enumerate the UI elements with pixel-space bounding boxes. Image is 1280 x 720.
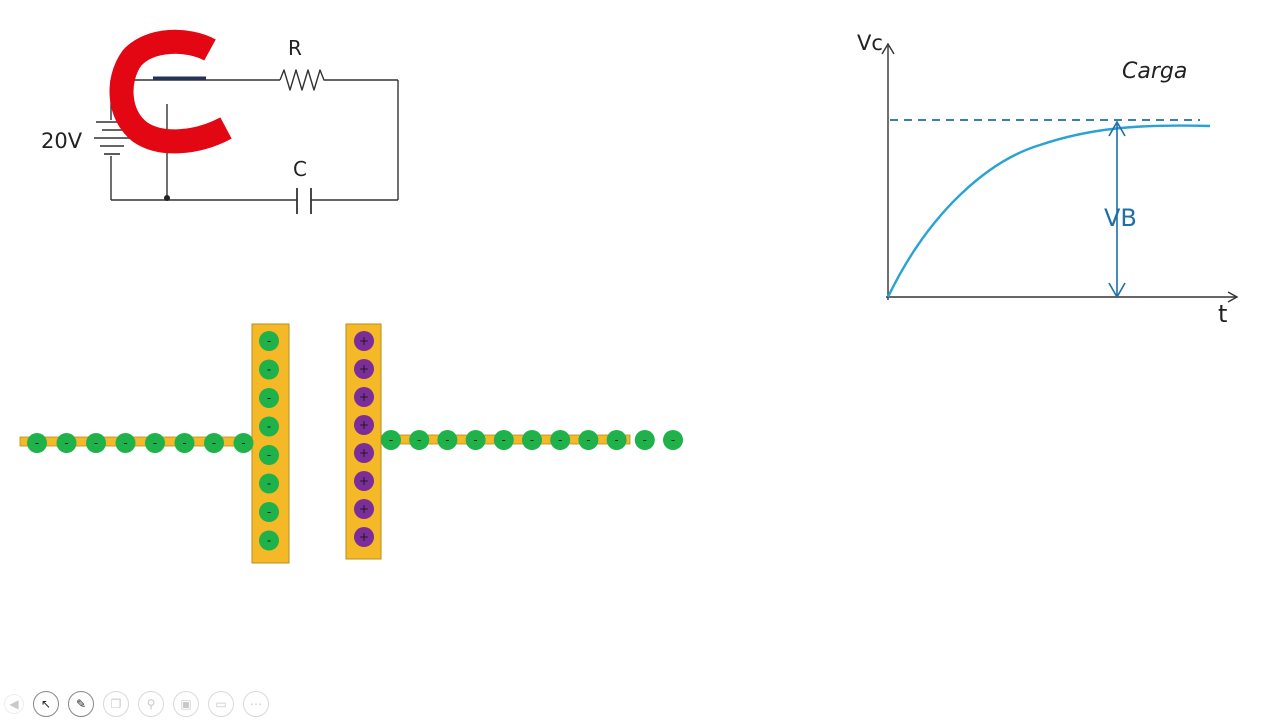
- svg-text:-: -: [267, 477, 271, 491]
- svg-text:-: -: [267, 534, 271, 548]
- left-wire-electron: -: [86, 433, 106, 453]
- left-wire-electron: -: [233, 433, 254, 453]
- svg-text:+: +: [359, 502, 369, 516]
- svg-text:-: -: [94, 436, 98, 450]
- left-wire-electron: -: [115, 433, 136, 453]
- graph-xlabel: t: [1218, 300, 1227, 328]
- graph-x-axis-arrow: [1227, 291, 1239, 303]
- resistor-label: R: [288, 36, 302, 60]
- right-wire-electron: -: [437, 430, 458, 450]
- svg-text:+: +: [359, 474, 369, 488]
- left-wire-electron: -: [56, 433, 77, 453]
- left-wire-electron: -: [174, 433, 195, 453]
- capacitor-label: C: [293, 157, 307, 181]
- red-annotation-c: [109, 29, 232, 154]
- red-annotation-letter: C: [0, 0, 1, 1]
- right-wire-electron: -: [663, 430, 683, 450]
- svg-text:-: -: [153, 436, 157, 450]
- svg-text:+: +: [359, 362, 369, 376]
- svg-text:-: -: [267, 334, 271, 348]
- svg-text:-: -: [267, 363, 271, 377]
- battery-label: 20V: [41, 129, 83, 153]
- svg-text:-: -: [123, 436, 127, 450]
- svg-text:+: +: [359, 334, 369, 348]
- graph-title: Carga: [1122, 59, 1187, 84]
- mute-icon[interactable]: ▭: [208, 691, 234, 717]
- left-plate-electron: -: [259, 359, 279, 380]
- right-wire-electron: -: [634, 430, 655, 450]
- svg-text:-: -: [614, 433, 618, 447]
- right-wire-electron: -: [493, 430, 514, 450]
- right-plate-positive-charge: +: [354, 359, 374, 379]
- pen-icon[interactable]: ✎: [68, 691, 94, 717]
- svg-text:-: -: [35, 436, 39, 450]
- right-plate-positive-charge: +: [354, 443, 374, 463]
- switch-contact: [164, 195, 170, 201]
- left-plate-electron: -: [259, 331, 279, 351]
- svg-text:-: -: [643, 433, 647, 447]
- svg-text:-: -: [586, 433, 590, 447]
- right-plate-positive-charge: +: [354, 331, 374, 351]
- right-wire-electron: -: [550, 430, 571, 450]
- screen-icon[interactable]: ▣: [173, 691, 199, 717]
- left-plate-electron: -: [259, 445, 279, 465]
- svg-text:-: -: [671, 433, 675, 447]
- left-wire-electron: -: [145, 433, 165, 453]
- svg-text:-: -: [530, 433, 534, 447]
- charging-curve: [886, 124, 1211, 298]
- svg-text:+: +: [359, 530, 369, 544]
- resistor-symbol: [279, 69, 328, 91]
- left-plate-electron: -: [259, 388, 279, 408]
- svg-text:-: -: [267, 391, 271, 405]
- svg-text:-: -: [473, 433, 477, 447]
- right-wire-electron: -: [606, 430, 627, 450]
- svg-text:-: -: [64, 436, 68, 450]
- right-plate-positive-charge: +: [354, 387, 374, 407]
- svg-text:-: -: [267, 448, 271, 462]
- zoom-icon[interactable]: ⚲: [138, 691, 164, 717]
- right-wire-electron: -: [522, 430, 542, 450]
- svg-text:-: -: [502, 433, 506, 447]
- charging-graph: Vc t Carga VB: [857, 31, 1239, 328]
- vb-label: VB: [1104, 204, 1137, 232]
- vb-arrow-head-top: [1108, 120, 1126, 137]
- svg-text:+: +: [359, 446, 369, 460]
- svg-text:-: -: [417, 433, 421, 447]
- graph-y-axis-arrow: [881, 42, 895, 55]
- svg-text:-: -: [389, 433, 393, 447]
- right-wire-electron: -: [381, 430, 401, 450]
- svg-text:-: -: [267, 505, 271, 519]
- prev-icon[interactable]: ◀: [4, 694, 24, 714]
- copy-icon[interactable]: ❐: [103, 691, 129, 717]
- left-plate-electron: -: [259, 473, 279, 494]
- svg-text:-: -: [212, 436, 216, 450]
- capacitor-plates-illustration: - - - - - - - - + + + + + + + + - - - - - - - - - - - - - - - - - - -: [19, 323, 683, 564]
- svg-text:-: -: [558, 433, 562, 447]
- left-plate-electron: -: [259, 502, 279, 522]
- right-wire-electron: -: [578, 430, 599, 450]
- charges-layer: - - - - - - - - + + + + + + + + - - - - - - - - - - - - - - - - - - -: [27, 331, 683, 551]
- right-plate-positive-charge: +: [354, 415, 374, 435]
- svg-text:-: -: [445, 433, 449, 447]
- right-plate-positive-charge: +: [354, 499, 374, 519]
- presentation-toolbar: ◀ ↖ ✎ ❐ ⚲ ▣ ▭ ⋯: [4, 690, 269, 718]
- left-wire-electron: -: [204, 433, 224, 453]
- right-wire-electron: -: [465, 430, 486, 450]
- svg-text:-: -: [182, 436, 186, 450]
- left-plate-electron: -: [259, 416, 279, 437]
- more-icon[interactable]: ⋯: [243, 691, 269, 717]
- pointer-icon[interactable]: ↖: [33, 691, 59, 717]
- svg-text:-: -: [267, 420, 271, 434]
- svg-text:-: -: [241, 436, 245, 450]
- graph-ylabel: Vc: [857, 31, 883, 55]
- vb-arrow-head-bottom: [1108, 282, 1126, 299]
- right-wire-electron: -: [409, 430, 430, 450]
- svg-text:+: +: [359, 418, 369, 432]
- left-plate-electron: -: [259, 530, 279, 551]
- left-wire-electron: -: [27, 433, 47, 453]
- right-plate-positive-charge: +: [354, 527, 374, 547]
- svg-text:+: +: [359, 390, 369, 404]
- right-plate-positive-charge: +: [354, 471, 374, 491]
